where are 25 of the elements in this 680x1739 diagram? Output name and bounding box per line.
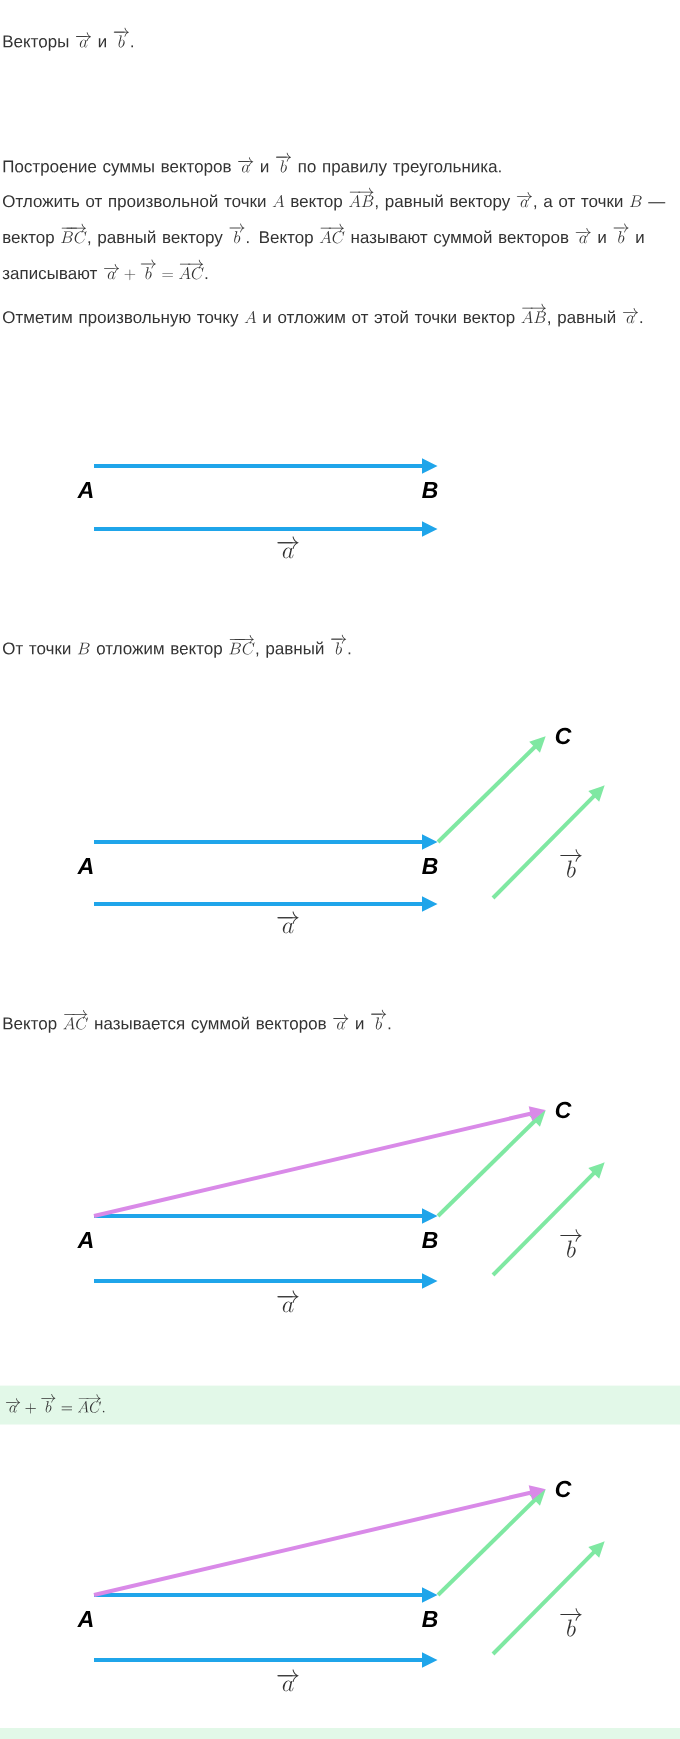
text-paragraph: $\parbox{\linewidth}{Отметим произвольную точку $A$ и отложим от этой точки вектор $\overrightarrow{AB}$, равный $\overrightarrow{a}$.}$ — [3, 303, 643, 327]
text-paragraph: $\parbox{\linewidth}{От точки $B$ отложим вектор $\overrightarrow{BC}$, равный $\overrightarrow{b}$.}$ — [3, 634, 351, 658]
point-label: A — [77, 1232, 93, 1248]
point-label: A — [77, 482, 93, 498]
vector-label: $\overrightarrow{b}$ — [560, 1608, 582, 1637]
text-paragraph: $\parbox{\linewidth}{Векторы $\overrightarrow{a}$ и $\overrightarrow{b}$.}$ — [3, 27, 133, 51]
formula-band: $\overrightarrow{a} + \overrightarrow{b} = \overrightarrow{AC}.$ — [0, 1385, 680, 1425]
point-label: C — [555, 727, 572, 745]
vector-label: $\overrightarrow{a}$ — [277, 911, 299, 934]
vector-label: $\overrightarrow{a}$ — [277, 1669, 299, 1692]
vector-label: $\overrightarrow{b}$ — [560, 849, 582, 878]
point-label: B — [422, 482, 438, 498]
vector-label: $\overrightarrow{b}$ — [560, 1229, 582, 1258]
point-label: B — [422, 1611, 438, 1627]
vector-label: $\overrightarrow{a}$ — [277, 536, 299, 559]
vector-label: $\overrightarrow{a}$ — [277, 1290, 299, 1313]
point-label: B — [422, 1232, 438, 1248]
point-label: C — [555, 1480, 572, 1498]
point-label: A — [77, 858, 93, 874]
point-label: A — [77, 1611, 93, 1627]
text-paragraph: $\parbox{\linewidth}{Вектор $\overrightarrow{AC}$ называется суммой векторов $\overrightarrow{a}$ и $\overrightarrow{b}$.}$ — [3, 1009, 391, 1033]
text-paragraph: $\parbox{\linewidth}{Отложить от произвольной точки $A$ вектор $\overrightarrow{AB}$, равный вектору $\overrightarrow{a}$, а от точки $B$ — вектор $\overrightarrow{BC}$, равный вектору $\overrightarrow{b}$. Вектор $\overrightarrow{AC}$ называют суммой векторов $\overrightarrow{a}$ и $\overrightarrow{b}$ и записывают $\overrightarrow{a} + \overrightarrow{b} = \overrightarrow{AC}$.}$ — [2, 187, 666, 281]
point-label: C — [555, 1101, 572, 1119]
point-label: B — [422, 858, 438, 874]
text-paragraph: $\parbox{\linewidth}{Построение суммы векторов $\overrightarrow{a}$ и $\overrightarrow{b}$ по правилу треугольника.}$ — [3, 152, 501, 176]
